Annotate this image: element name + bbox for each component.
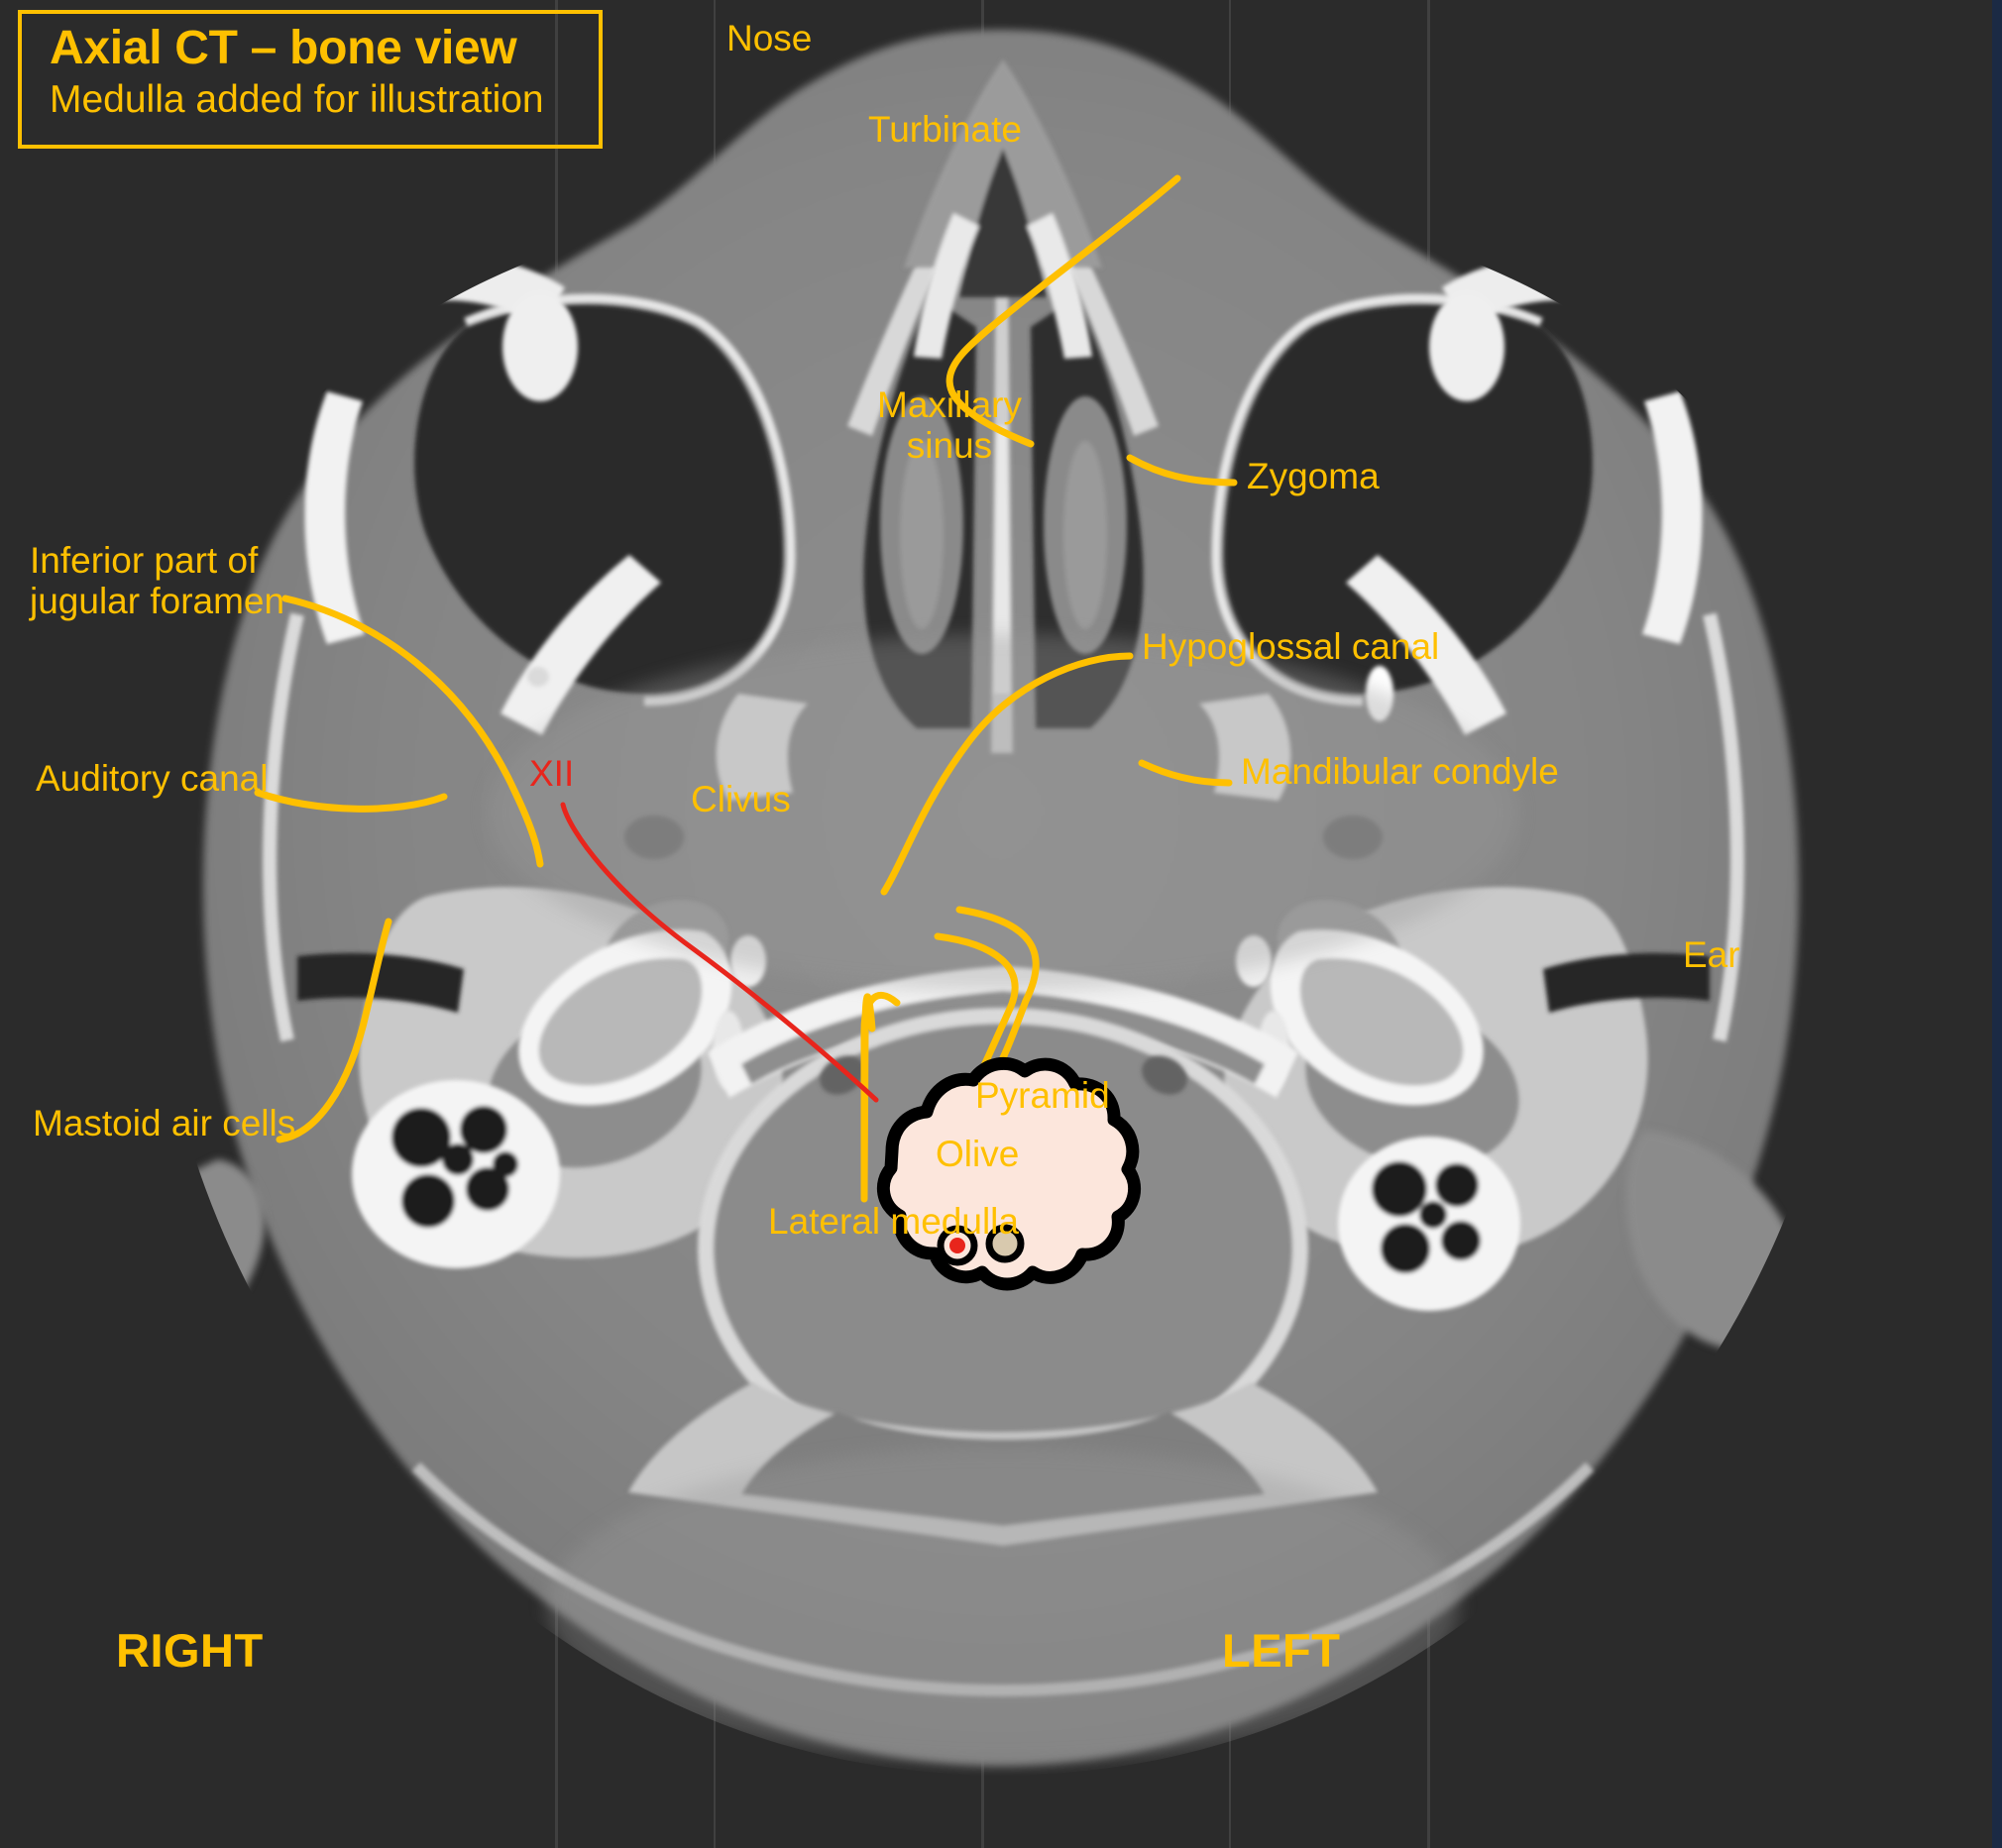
label-maxillary-sinus-line2: sinus xyxy=(906,425,993,467)
label-auditory-canal: Auditory canal xyxy=(36,758,269,799)
label-hypoglossal-canal: Hypoglossal canal xyxy=(1142,626,1440,667)
label-jugular-foramen: Inferior part of jugular foramen xyxy=(30,540,446,622)
title-box: Axial CT – bone view Medulla added for i… xyxy=(18,10,603,149)
right-edge-strip xyxy=(1992,0,2002,1848)
label-jugular-foramen-line2: jugular foramen xyxy=(30,581,285,622)
label-lateral-medulla: Lateral medulla xyxy=(768,1201,1019,1242)
label-pyramid: Pyramid xyxy=(975,1075,1110,1116)
orientation-right: RIGHT xyxy=(116,1624,264,1677)
label-nose: Nose xyxy=(726,18,813,58)
label-olive: Olive xyxy=(936,1134,1020,1174)
label-ear: Ear xyxy=(1683,934,1740,975)
label-zygoma: Zygoma xyxy=(1247,456,1380,496)
label-xii-nerve: XII xyxy=(529,753,575,794)
label-mandibular-condyle: Mandibular condyle xyxy=(1241,751,1559,792)
label-turbinate: Turbinate xyxy=(868,109,1022,150)
label-clivus: Clivus xyxy=(691,779,791,819)
title-main: Axial CT – bone view xyxy=(50,22,517,74)
label-maxillary-sinus-line1: Maxillary xyxy=(877,384,1022,425)
mastoid-air-cells-right xyxy=(352,1080,560,1268)
mastoid-air-cells-left xyxy=(1338,1137,1520,1311)
orientation-left: LEFT xyxy=(1222,1624,1341,1677)
label-maxillary-sinus: Maxillary sinus xyxy=(840,384,1058,467)
label-mastoid-air-cells: Mastoid air cells xyxy=(33,1103,296,1143)
title-subtitle: Medulla added for illustration xyxy=(50,78,544,122)
label-jugular-foramen-line1: Inferior part of xyxy=(30,540,259,581)
